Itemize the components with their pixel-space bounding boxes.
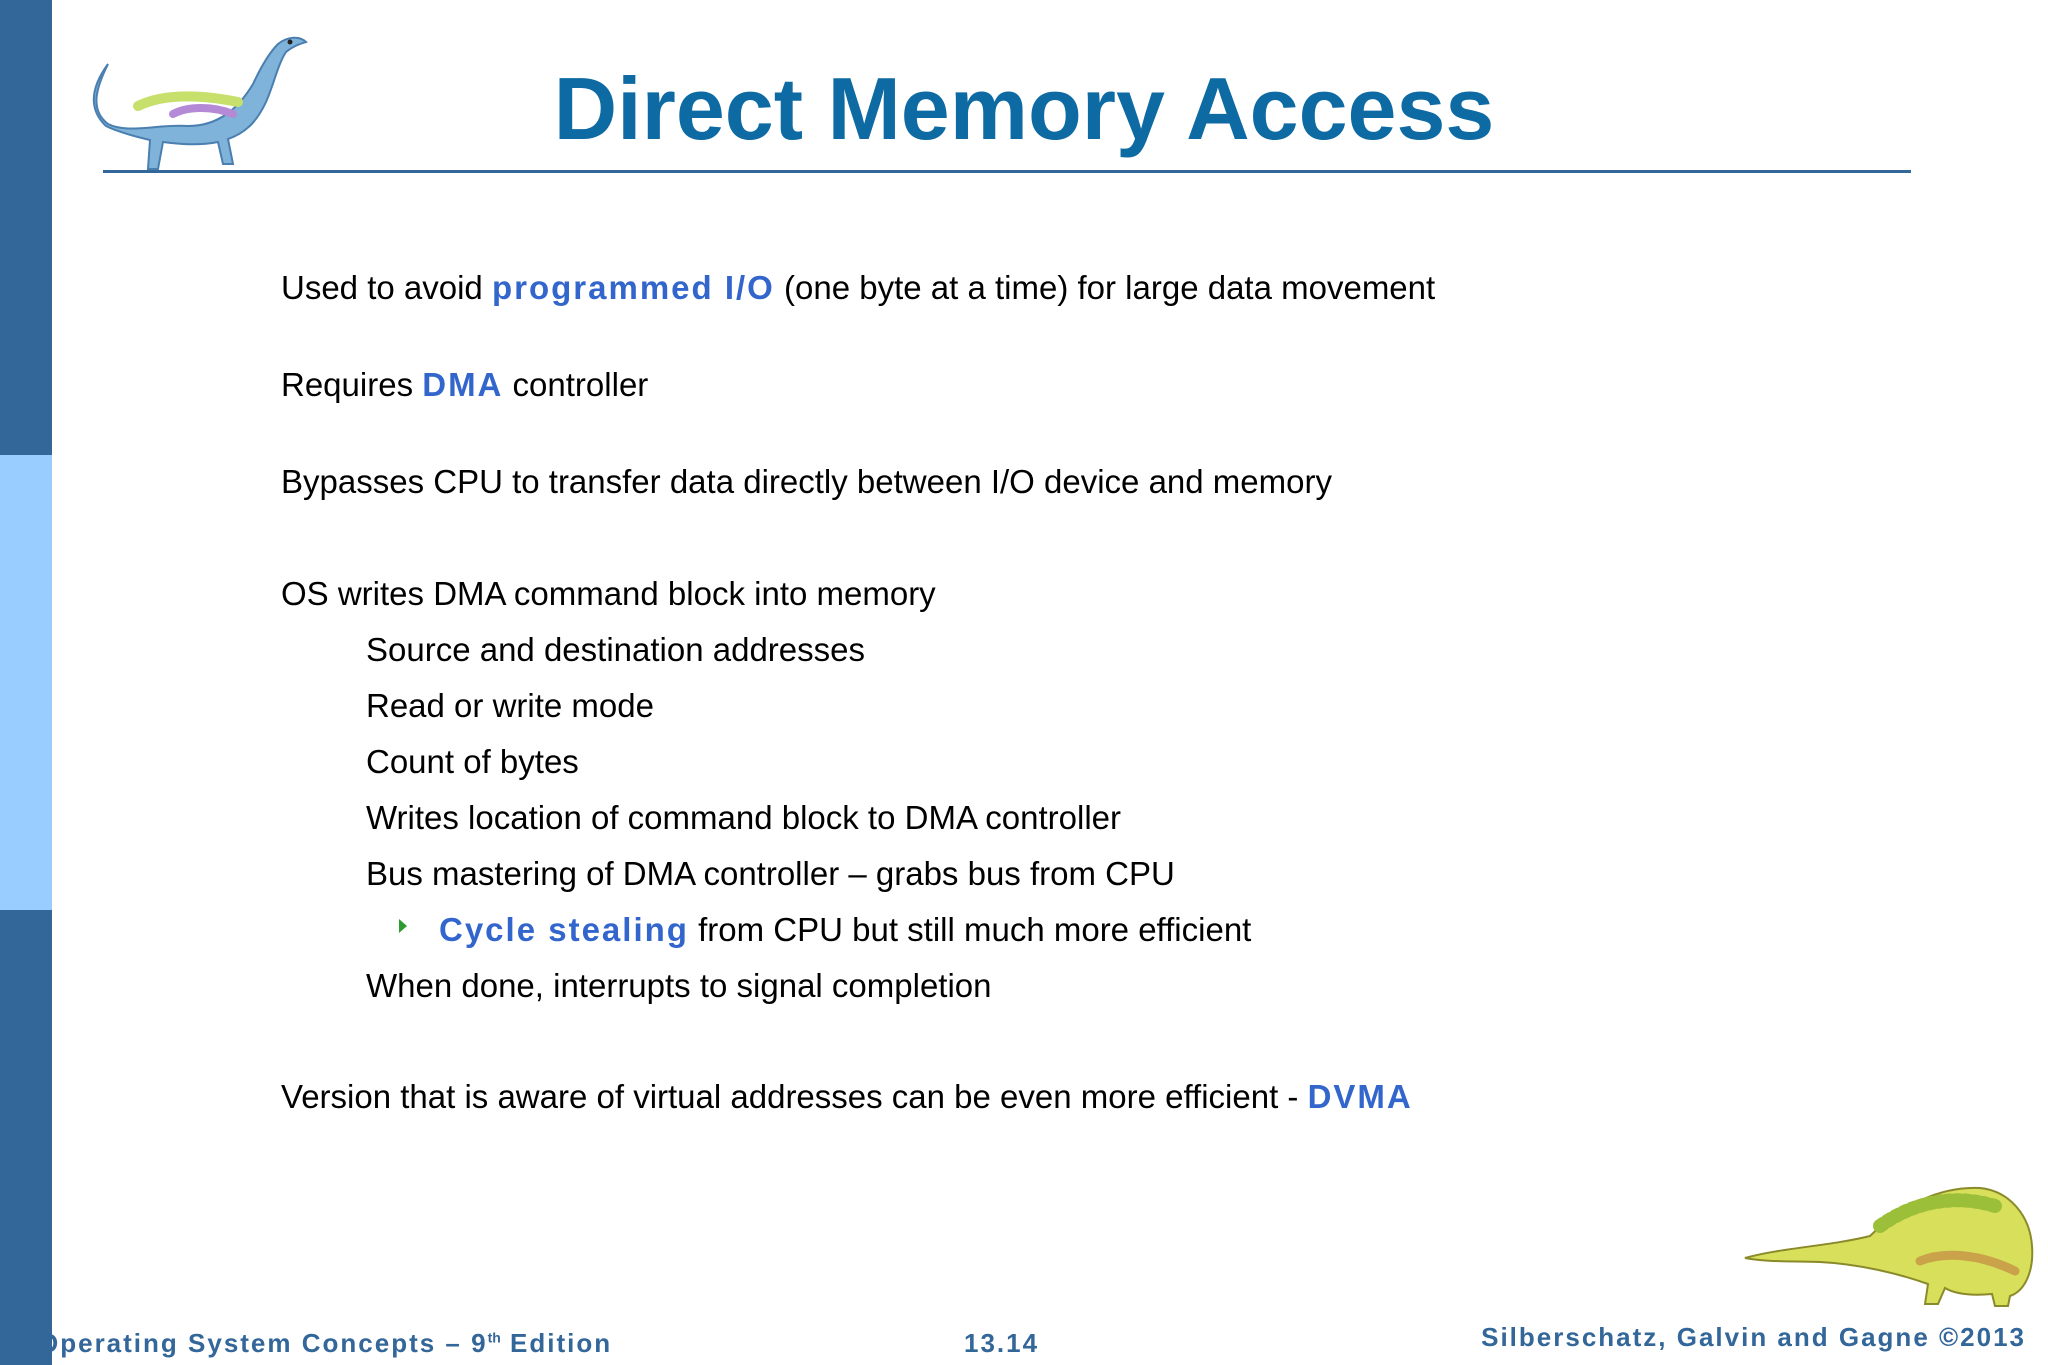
sidebar-bottom-band — [0, 910, 52, 1365]
term-dma: DMA — [422, 366, 504, 403]
slide-title: Direct Memory Access — [553, 59, 1495, 158]
subbullet-bus-mastering: Bus mastering of DMA controller – grabs … — [366, 855, 1175, 892]
footer-book-post: Edition — [500, 1328, 613, 1358]
text-segment: Requires — [281, 366, 423, 403]
text-segment: from CPU but still much more efficient — [688, 911, 1252, 948]
bullet-dvma: Version that is aware of virtual address… — [281, 1077, 1413, 1117]
text-segment: Used to avoid — [281, 269, 492, 306]
footer-book-sup: th — [487, 1329, 501, 1346]
bullet-dma-controller: Requires DMA controller — [281, 365, 648, 405]
sidebar-top-band — [0, 0, 52, 455]
subsubbullet-cycle-stealing: Cycle stealing from CPU but still much m… — [439, 910, 1251, 950]
term-dvma: DVMA — [1307, 1078, 1413, 1115]
text-segment: controller — [503, 366, 649, 403]
footer-page-number: 13.14 — [964, 1328, 1040, 1358]
term-programmed-io: programmed I/O — [491, 269, 775, 306]
footer-book-title: Operating System Concepts – 9th Edition — [38, 1328, 612, 1359]
text-segment: (one byte at a time) for large data move… — [774, 269, 1436, 306]
dinosaur-bottom-right-icon — [1744, 1186, 2034, 1307]
subbullet-count-of-bytes: Count of bytes — [366, 743, 579, 780]
bullet-bypasses-cpu: Bypasses CPU to transfer data directly b… — [281, 463, 1332, 500]
bullet-programmed-io: Used to avoid programmed I/O (one byte a… — [281, 268, 1435, 308]
subbullet-writes-location: Writes location of command block to DMA … — [366, 799, 1122, 836]
text-segment: Version that is aware of virtual address… — [281, 1078, 1308, 1115]
arrow-bullet-icon — [399, 919, 407, 933]
subbullet-source-destination: Source and destination addresses — [366, 631, 865, 668]
sidebar-middle-band — [0, 455, 52, 910]
dinosaur-top-left-icon — [92, 36, 308, 170]
bullet-os-writes-command-block: OS writes DMA command block into memory — [281, 575, 936, 612]
subbullet-interrupt-completion: When done, interrupts to signal completi… — [366, 967, 992, 1004]
title-divider — [103, 170, 1911, 173]
footer-authors: Silberschatz, Galvin and Gagne ©2013 — [1481, 1322, 2026, 1352]
subbullet-read-write-mode: Read or write mode — [366, 687, 654, 724]
footer-book-pre: Operating System Concepts – 9 — [38, 1328, 488, 1358]
term-cycle-stealing: Cycle stealing — [439, 911, 689, 948]
